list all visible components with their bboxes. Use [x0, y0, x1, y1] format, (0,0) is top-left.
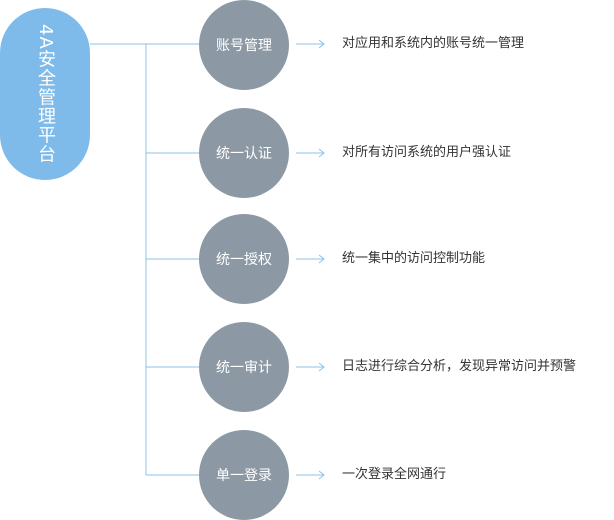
root-node: 4A安全管理平台: [0, 8, 90, 180]
node-description: 一次登录全网通行: [342, 467, 447, 482]
arrow-4: [296, 362, 325, 372]
arrow-5: [296, 470, 325, 480]
arrow-2: [296, 148, 325, 158]
node-unified-authentication: 统一认证: [199, 108, 289, 198]
node-description: 对应用和系统内的账号统一管理: [342, 36, 525, 51]
node-label: 账号管理: [216, 38, 272, 54]
node-label: 统一审计: [216, 360, 272, 376]
node-description: 对所有访问系统的用户强认证: [342, 145, 512, 160]
node-label: 统一授权: [216, 252, 272, 268]
arrow-3: [296, 254, 325, 264]
node-single-sign-on: 单一登录: [199, 430, 289, 520]
node-description: 日志进行综合分析，发现异常访问并预警: [342, 359, 577, 374]
node-label: 单一登录: [216, 468, 272, 484]
arrow-1: [296, 39, 325, 49]
node-label: 统一认证: [216, 146, 272, 162]
node-description: 统一集中的访问控制功能: [342, 251, 486, 266]
node-unified-audit: 统一审计: [199, 322, 289, 412]
node-unified-authorization: 统一授权: [199, 214, 289, 304]
node-account-management: 账号管理: [199, 0, 289, 90]
root-label: 4A安全管理平台: [35, 24, 56, 164]
